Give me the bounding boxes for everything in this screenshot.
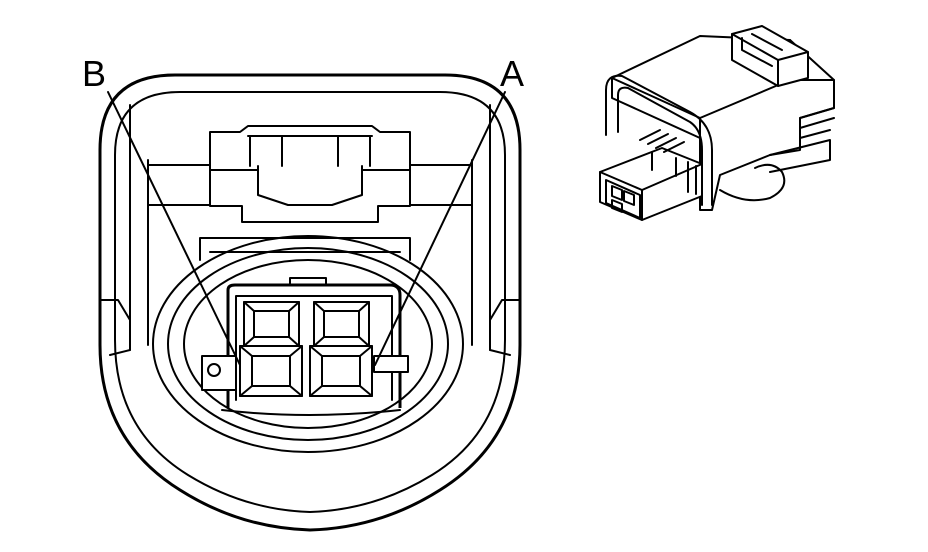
terminal-cavity-a — [309, 301, 373, 397]
pin-label-a: A — [500, 53, 524, 94]
seal-ring-outer — [152, 235, 464, 453]
iso-wire-loop — [605, 74, 713, 206]
iso-inner-fingers — [639, 129, 685, 153]
iso-side-ribs — [769, 107, 835, 173]
left-side-rail — [129, 104, 149, 351]
connector-isometric-view — [599, 25, 835, 221]
leader-line-a — [374, 91, 506, 366]
pin-label-b: B — [82, 53, 106, 94]
iso-cylinder — [719, 163, 786, 202]
outer-housing-outline — [98, 73, 522, 532]
latch-ridge — [199, 237, 411, 261]
latch — [209, 125, 411, 223]
connector-face-view: B A — [82, 53, 524, 532]
terminal-cavity-b — [239, 301, 303, 397]
seal-ring-middle — [167, 247, 449, 441]
seal-ring-inner — [183, 259, 433, 429]
inner-housing-outline — [114, 91, 506, 513]
leader-line-b — [107, 91, 241, 366]
right-rail-lug — [489, 299, 521, 356]
left-rail-lug — [99, 299, 131, 356]
right-terminal-tab — [373, 355, 409, 373]
terminal-bottom-lip — [221, 409, 401, 416]
cavity-frame-inner — [235, 295, 393, 401]
cavity-key — [289, 277, 327, 286]
polarization-mark — [207, 363, 221, 377]
right-side-rail — [471, 104, 491, 351]
cavity-frame — [226, 283, 402, 408]
